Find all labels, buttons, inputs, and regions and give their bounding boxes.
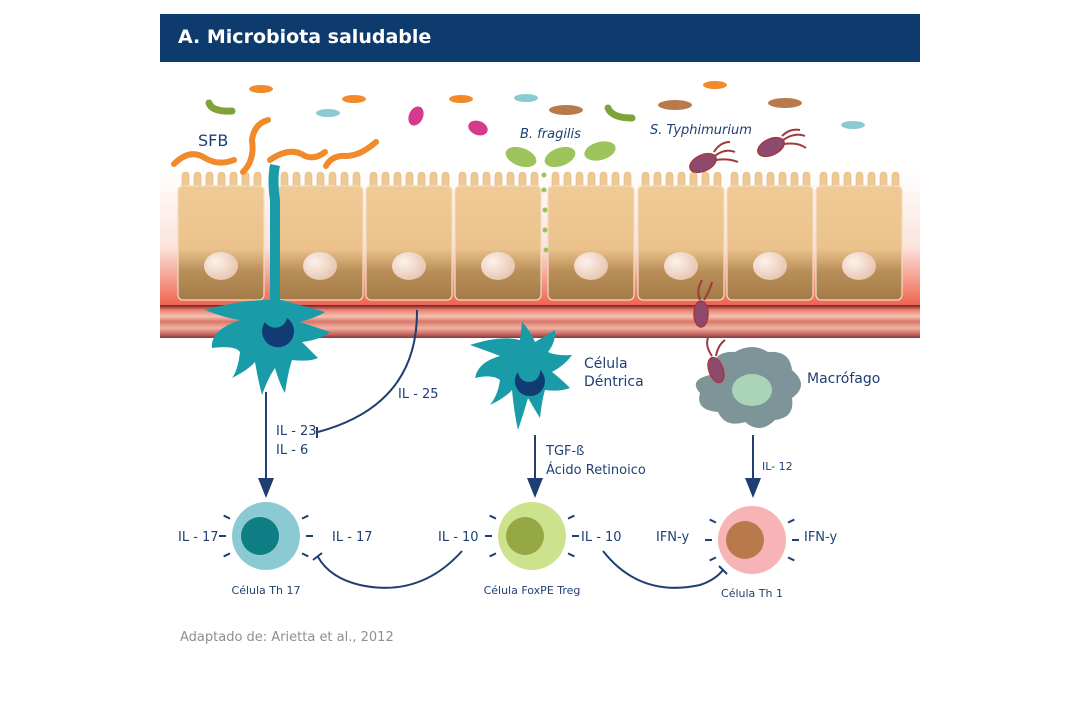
label-ifn-left: IFN-y [656, 530, 689, 545]
bacterium-orange [342, 95, 366, 103]
label-s-typhimurium: S. Typhimurium [650, 123, 752, 138]
cell-nucleus [303, 252, 337, 280]
signal-arrows [258, 309, 761, 589]
label-il23: IL - 23 [276, 424, 317, 439]
label-treg: Célula FoxPE Treg [484, 584, 581, 597]
epithelial-cell [547, 171, 635, 301]
label-sfb: SFB [198, 131, 228, 150]
epithelial-cell [276, 171, 364, 301]
secretion-ray [223, 514, 231, 520]
inhibit-il10-th1 [602, 550, 724, 589]
bacterium-orange [449, 95, 473, 103]
epithelial-cell [177, 171, 265, 301]
th1-cell [718, 506, 786, 574]
secretion-ray [489, 552, 497, 558]
source-credit: Adaptado de: Arietta et al., 2012 [180, 630, 394, 645]
b-fragilis-bacteria [505, 141, 616, 253]
label-ifn-right: IFN-y [804, 530, 837, 545]
bacterium-green [604, 104, 636, 122]
epithelial-cell [637, 171, 725, 301]
secretion-ray [301, 514, 309, 520]
bacterium-brown [549, 105, 583, 115]
s-typhimurium-bacteria [689, 128, 807, 328]
cell-nucleus [481, 252, 515, 280]
epithelial-cell [365, 171, 453, 301]
label-retinoic-acid: Ácido Retinoico [546, 462, 646, 478]
secretion-ray [709, 518, 717, 524]
cell-nucleus [392, 252, 426, 280]
dendritic-cell-center [470, 322, 572, 430]
label-il25: IL - 25 [398, 387, 439, 402]
bacterium-orange [703, 81, 727, 89]
cell-nucleus [204, 252, 238, 280]
label-th1: Célula Th 1 [721, 587, 783, 600]
dendritic-cell-left [205, 300, 330, 395]
dendrite-extension [268, 164, 280, 300]
label-th17: Célula Th 17 [232, 584, 301, 597]
label-tgf-beta: TGF-ß [545, 444, 584, 459]
bacterium-blue [841, 121, 865, 129]
luminal-bacteria [205, 81, 865, 136]
epithelial-cell [726, 171, 814, 301]
cell-nucleus [753, 252, 787, 280]
cell-nucleus [664, 252, 698, 280]
th17-cell [232, 502, 300, 570]
label-dendritic-line2: Déntrica [584, 374, 644, 390]
bacterium-blue [514, 94, 538, 102]
section-header: A. Microbiota saludable [160, 14, 920, 62]
label-il17-left: IL - 17 [178, 530, 219, 545]
bacterium-magenta [408, 106, 424, 126]
bacterium-orange [249, 85, 273, 93]
label-il17-right: IL - 17 [332, 530, 373, 545]
epithelial-cell [815, 171, 903, 301]
treg-cell [498, 502, 566, 570]
secretion-ray [223, 552, 231, 558]
label-il10-right: IL - 10 [581, 530, 622, 545]
label-macrophage: Macrófago [807, 371, 880, 387]
label-il10-left: IL - 10 [438, 530, 479, 545]
cell-nucleus [842, 252, 876, 280]
bacterium-green [205, 99, 236, 115]
label-b-fragilis: B. fragilis [520, 127, 581, 142]
section-title: A. Microbiota saludable [178, 26, 432, 48]
bacterium-blue [316, 109, 340, 117]
inhibit-il10-th17 [317, 550, 463, 589]
epithelium [177, 171, 903, 301]
label-il6: IL - 6 [276, 443, 308, 458]
secretion-ray [787, 556, 795, 562]
macrophage [695, 337, 801, 429]
label-dendritic-line1: Célula [584, 356, 628, 372]
label-il12: IL- 12 [762, 460, 793, 473]
secretion-ray [787, 518, 795, 524]
bacterium-brown [658, 100, 692, 110]
secretion-ray [489, 514, 497, 520]
bacterium-brown [768, 98, 802, 108]
secretion-ray [709, 556, 717, 562]
secretion-rays [219, 514, 799, 562]
cell-nucleus [574, 252, 608, 280]
inhibit-il25 [317, 309, 419, 433]
secretion-ray [567, 552, 575, 558]
epithelial-cell [454, 171, 542, 301]
secretion-ray [301, 552, 309, 558]
secretion-ray [567, 514, 575, 520]
sfb-bacteria [171, 117, 379, 175]
bacterium-magenta [468, 120, 488, 136]
